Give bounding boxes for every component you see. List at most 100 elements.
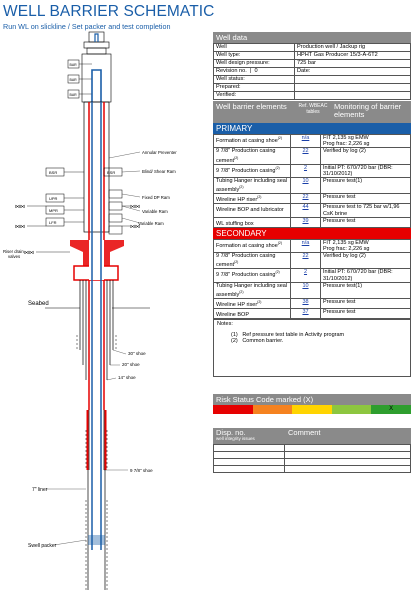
table-row (213, 451, 411, 460)
wbeac-ref-link[interactable]: 10 (290, 177, 321, 195)
monitoring-text: Verified by log (2) (320, 252, 411, 270)
bar-label: BAR (70, 93, 78, 97)
wbeac-ref-link[interactable]: 22 (290, 252, 321, 270)
well-data-table: Well Production well / Jackup rig Well t… (213, 43, 411, 100)
barrier-element: Wireline BOP and lubricator (213, 203, 291, 218)
risk-level-cell (292, 405, 332, 415)
well-data-value (294, 75, 411, 84)
wbeac-ref-link[interactable]: 44 (290, 203, 321, 218)
note-text: Ref pressure test table in Activity prog… (242, 331, 345, 338)
riser-drain-label: Riser drain (3, 249, 24, 254)
bop-stack: BSR BSR UPR MPR LFR ⋈⋈ ⋈⋈ ⋈⋈ ⋈⋈ (15, 167, 140, 235)
table-row (213, 458, 411, 467)
barrier-element: Formation at casing shoe(2) (213, 133, 291, 149)
wbeac-ref-link[interactable]: 22 (290, 193, 321, 205)
wireline-lubricator (81, 31, 112, 103)
note-text: Common barrier. (242, 338, 284, 345)
riser-bar-blocks: BAR BAR BAR (67, 59, 92, 99)
wbeac-ref-link[interactable]: 2 (290, 268, 321, 283)
bop-label-upr: UPR (49, 196, 58, 201)
monitoring-text: FIT 2,135 sg EMW Prog frac: 2,226 sg (320, 238, 411, 254)
barrier-element-footnote: (2) (257, 300, 262, 305)
risk-status: Risk Status Code marked (X) X (213, 394, 411, 415)
well-data-key: Well type: (213, 51, 295, 60)
risk-level-cell (252, 405, 293, 415)
well-data-key: Revision no. | 0 (213, 67, 295, 76)
well-data-value (294, 83, 411, 92)
annular-preventer-label: Annular Preventer (142, 150, 177, 155)
disp-no-cell[interactable] (213, 465, 285, 474)
barrier-element-footnote: (2) (234, 155, 239, 160)
monitoring-text: FIT 2,135 sg EMW Prog frac: 2,226 sg (320, 133, 411, 149)
barrier-element-name: Wireline BOP (216, 311, 250, 318)
barrier-element-name: Formation at casing shoe (216, 137, 278, 144)
barrier-element: Wireline HP riser(2) (213, 298, 291, 310)
barrier-element-name: Tubing Hanger including seal assembly (216, 178, 288, 194)
blind-shear-ram-label: Blind/ Shear Ram (142, 169, 176, 174)
barrier-element: 9 7/8" Production casing cement(2) (213, 252, 291, 270)
comment-cell[interactable] (284, 444, 411, 453)
risk-level-cell (213, 405, 253, 415)
wbeac-ref-link[interactable]: n/a (290, 133, 321, 149)
barrier-element: 9 7/8" Production casing(2) (213, 268, 291, 283)
barrier-element-name: Wireline BOP and lubricator (216, 207, 284, 214)
barrier-element: Formation at casing shoe(2) (213, 238, 291, 254)
monitoring-text: Pressure test (320, 193, 411, 205)
table-row: Prepared: (213, 83, 411, 92)
wbeac-ref-link[interactable]: 22 (290, 147, 321, 165)
barrier-element-name: Wireline HP riser (216, 301, 258, 308)
variable-ram-label-2: Variable Ram (138, 221, 164, 226)
riser-body (83, 101, 110, 233)
comment-cell[interactable] (284, 465, 411, 474)
well-data-value: HPHT Gas Producer 15/3-A-6T2 (294, 51, 411, 60)
shoe-20-label: 20" shoe (122, 362, 140, 367)
barrier-element: 9 7/8" Production casing cement(2) (213, 147, 291, 165)
disp-no-cell[interactable] (213, 458, 285, 467)
valve-symbol: ⋈⋈ (130, 224, 140, 230)
disp-no-sublabel: well integrity issues (216, 436, 255, 442)
barrier-element: Tubing Hanger including seal assembly(2) (213, 281, 291, 300)
note-item: (2) Common barrier. (217, 338, 407, 345)
shoe-978-label: 9 7/8" shoe (130, 468, 153, 473)
seabed-label: Seabed (28, 301, 49, 307)
barrier-element-name: Tubing Hanger including seal assembly (216, 282, 288, 298)
bar-label: BAR (70, 78, 78, 82)
well-data-value (294, 91, 411, 100)
note-item: (1) Ref pressure test table in Activity … (217, 332, 407, 339)
barrier-element-footnote: (2) (257, 195, 262, 200)
barrier-element-footnote: (2) (239, 185, 244, 190)
comment-cell[interactable] (284, 451, 411, 460)
monitoring-text: Pressure test (320, 308, 411, 320)
note-number: (1) (231, 331, 238, 338)
disp-no-cell[interactable] (213, 444, 285, 453)
table-row: Well type: HPHT Gas Producer 15/3-A-6T2 (213, 51, 411, 60)
revision-value: 0 (254, 68, 258, 75)
disp-no-cell[interactable] (213, 451, 285, 460)
wbeac-ref-link[interactable]: 2 (290, 163, 321, 179)
disp-no-label: Disp. no. (216, 428, 246, 438)
wbeac-ref-link[interactable]: 10 (290, 281, 321, 300)
primary-barrier-stuffing-box (94, 33, 99, 42)
production-casing-cement (86, 410, 89, 470)
wbeac-ref-link[interactable]: 38 (290, 298, 321, 310)
barrier-element-name: 9 7/8" Production casing cement (216, 148, 276, 164)
bop-label-mpr: MPR (49, 208, 58, 213)
note-number: (2) (231, 338, 238, 345)
wbeac-ref-link[interactable]: n/a (290, 238, 321, 254)
wbeac-ref-link[interactable]: 37 (290, 308, 321, 320)
wbeac-ref-link[interactable]: 39 (290, 216, 321, 228)
disposition-header: Disp. no.well integrity issues Comment (213, 428, 411, 445)
revision-label: Revision no. (216, 68, 247, 75)
barrier-element-name: Formation at casing shoe (216, 242, 278, 249)
comment-cell[interactable] (284, 458, 411, 467)
swell-packer-label: Swell packer (28, 543, 57, 549)
